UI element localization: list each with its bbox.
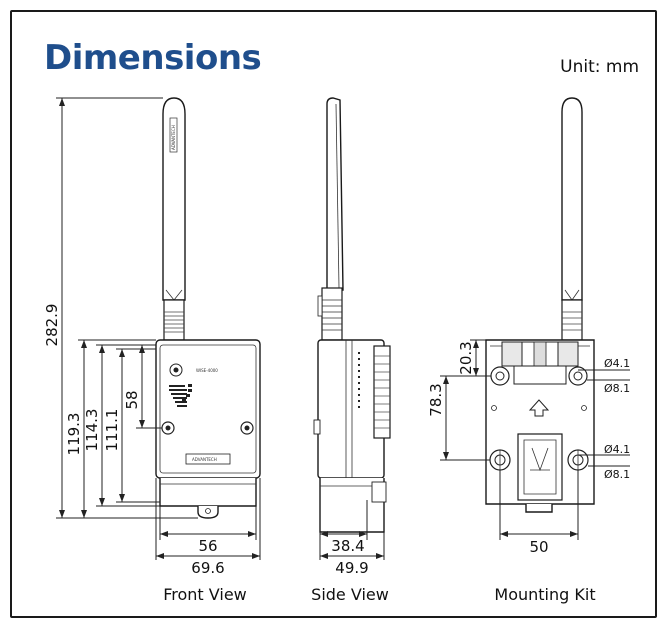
dim-mount-width: 50 (529, 538, 548, 556)
page-title: Dimensions (44, 38, 262, 78)
mounting-kit-caption: Mounting Kit (494, 585, 595, 604)
dim-depth-outer: 49.9 (335, 559, 368, 577)
dim-height-119: 119.3 (65, 413, 83, 456)
dim-height-111: 111.1 (103, 409, 121, 452)
side-antenna (326, 97, 344, 291)
front-brand-plate (185, 453, 231, 465)
front-bottom-bracket (159, 478, 257, 507)
side-view-caption: Side View (311, 585, 389, 604)
device-brand-text: ADVANTECH (192, 457, 217, 462)
side-terminal-pins (358, 352, 360, 408)
antenna-brand-text: ADVANTECH (171, 125, 176, 150)
side-rail-clip (373, 345, 391, 439)
mount-plate (485, 339, 595, 505)
hole-top-large-label: Ø8.1 (604, 382, 630, 395)
dim-width-inner: 56 (198, 537, 217, 555)
mount-antenna-base (561, 299, 583, 341)
led-indicators (169, 384, 192, 407)
mounting-kit-view: 20.3 78.3 Ø4.1 Ø8.1 Ø4.1 Ø8.1 50 Mountin… (427, 97, 630, 604)
side-bottom-bracket (319, 478, 385, 533)
hole-bottom-large-label: Ø8.1 (604, 468, 630, 481)
dim-hole-spacing: 78.3 (427, 383, 445, 416)
side-view: 38.4 49.9 Side View (311, 97, 391, 604)
front-view-caption: Front View (163, 585, 247, 604)
mount-bottom-clip (517, 433, 563, 501)
model-text: WISE-4000 (196, 368, 218, 373)
unit-label: Unit: mm (560, 57, 639, 77)
dim-hole-height: 58 (123, 390, 141, 409)
antenna-brand-strip (169, 117, 178, 153)
dim-top-offset: 20.3 (457, 341, 475, 374)
mount-up-arrow-icon (528, 399, 550, 417)
dim-height-114: 114.3 (83, 409, 101, 452)
dim-total-height: 282.9 (43, 304, 61, 347)
side-antenna-connector (321, 287, 343, 341)
dim-width-outer: 69.6 (191, 559, 224, 577)
front-panel (159, 344, 257, 474)
diagram-frame (10, 10, 657, 618)
mount-antenna (561, 97, 583, 301)
hole-top-small-label: Ø4.1 (604, 357, 630, 370)
dim-depth-inner: 38.4 (331, 537, 364, 555)
front-antenna (162, 97, 186, 301)
hole-bottom-small-label: Ø4.1 (604, 443, 630, 456)
front-view: ADVANTECH WISE-4000 ADVANTECH (43, 97, 261, 604)
